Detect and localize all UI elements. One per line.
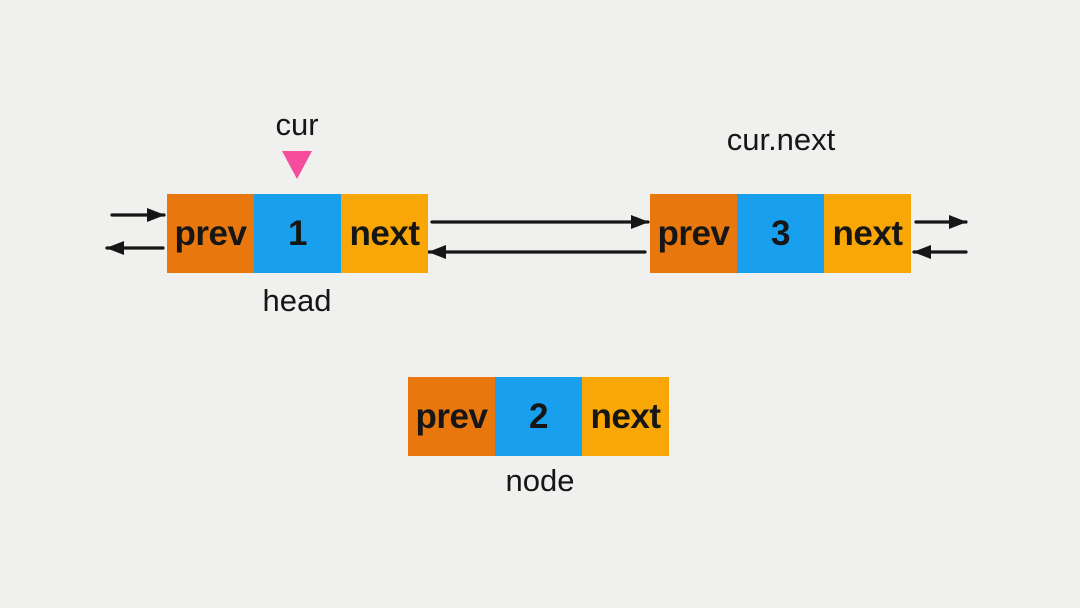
detached-value-cell: 2 [495, 377, 582, 456]
node-detached: prev 2 next [408, 377, 669, 456]
head-prev-cell: prev [167, 194, 254, 273]
cur-next-value-cell: 3 [737, 194, 824, 273]
detached-prev-cell: prev [408, 377, 495, 456]
cur-next-caption: cur.next [726, 122, 836, 157]
node-cur-next: prev 3 next [650, 194, 911, 273]
head-value-cell: 1 [254, 194, 341, 273]
cur-next-prev-cell: prev [650, 194, 737, 273]
node-head: prev 1 next [167, 194, 428, 273]
triangle-down-icon [282, 151, 312, 179]
detached-node-caption: node [505, 463, 575, 498]
head-caption: head [262, 283, 332, 318]
head-next-cell: next [341, 194, 428, 273]
cur-next-next-cell: next [824, 194, 911, 273]
detached-next-cell: next [582, 377, 669, 456]
cur-pointer-label: cur [275, 107, 319, 142]
